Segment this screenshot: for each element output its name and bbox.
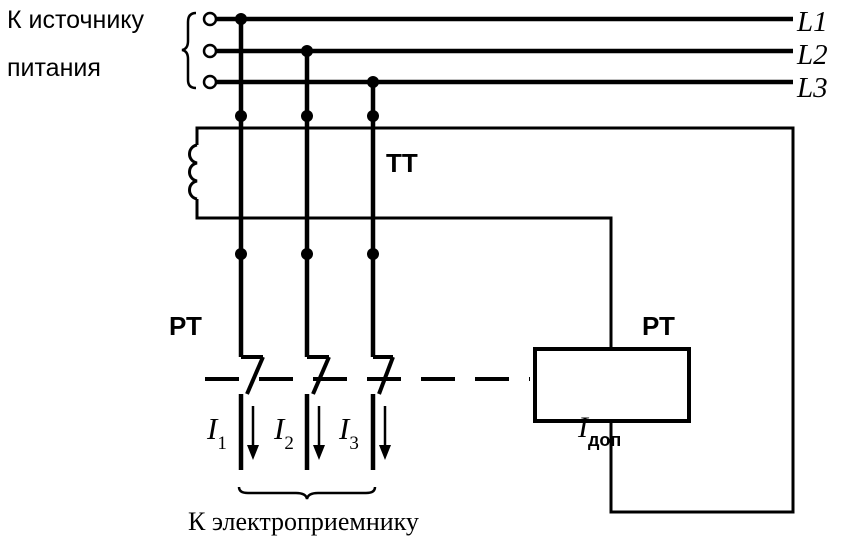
junction-dot xyxy=(367,76,379,88)
phase-label-l1: L1 xyxy=(797,6,828,38)
phase-label-l2: L2 xyxy=(797,39,828,71)
load-brace xyxy=(237,486,377,500)
ct-lead-top xyxy=(195,126,241,145)
current-transformer-label: ТТ xyxy=(386,148,418,178)
junction-dot xyxy=(367,248,379,260)
current-arrowhead-2 xyxy=(313,445,325,460)
current-subscript: 3 xyxy=(349,433,359,454)
ct-coil xyxy=(188,143,198,201)
current-arrowhead-1 xyxy=(247,445,259,460)
junction-dot xyxy=(301,110,313,122)
return-wire xyxy=(241,126,795,514)
source-terminal-l2 xyxy=(202,43,218,59)
relay-label-left: РТ xyxy=(169,311,202,341)
current-subscript: 1 xyxy=(217,433,227,454)
junction-dot xyxy=(235,110,247,122)
source-brace xyxy=(181,11,197,90)
junction-dot xyxy=(301,248,313,260)
junction-dot xyxy=(235,248,247,260)
source-terminal-l1 xyxy=(202,11,218,27)
junction-dot xyxy=(235,13,247,25)
source-label-line1: К источнику xyxy=(7,6,145,34)
junction-dot xyxy=(367,110,379,122)
current-symbol: I xyxy=(339,411,350,446)
current-symbol: I xyxy=(578,411,588,444)
current-subscript: доп xyxy=(588,430,622,450)
switch-blade-3 xyxy=(377,356,395,395)
current-symbol: I xyxy=(274,411,285,446)
load-label: К электроприемнику xyxy=(188,507,419,536)
switch-blade-2 xyxy=(311,356,331,395)
relay-label-box: РТ xyxy=(642,311,675,341)
current-arrowhead-3 xyxy=(379,445,391,460)
source-label-line2: питания xyxy=(7,54,101,82)
phase-label-l3: L3 xyxy=(797,72,828,104)
source-terminal-l3 xyxy=(202,74,218,90)
current-label-2: I2 xyxy=(274,411,294,453)
junction-dot xyxy=(301,45,313,57)
current-label-3: I3 xyxy=(339,411,359,453)
current-label-1: I1 xyxy=(207,411,227,453)
current-symbol: I xyxy=(207,411,218,446)
current-subscript: 2 xyxy=(284,433,294,454)
switch-blade-1 xyxy=(245,356,265,395)
relay-box xyxy=(533,347,691,423)
additional-current-label: Iдоп xyxy=(578,411,621,450)
ct-secondary-wire xyxy=(195,199,613,349)
